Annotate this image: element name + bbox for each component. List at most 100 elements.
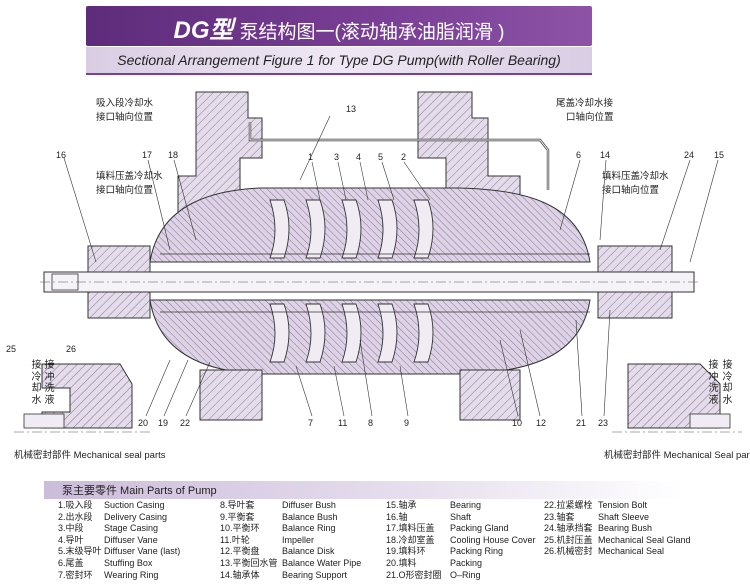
part-13-zh: 13.平衡回水管 (220, 557, 278, 568)
suction-cooling-label-1: 吸入段冷却水 (96, 98, 154, 109)
part-5-en: Diffuser Vane (last) (104, 546, 181, 557)
gland-right-label-1: 填料压盖冷却水 (602, 171, 669, 182)
page-title: DG型泵结构图一(滚动轴承油脂润滑 ) (86, 10, 592, 45)
part-23-zh: 23.轴套 (544, 511, 575, 522)
seal-right-flushing-label: 接冲洗液 (708, 360, 719, 406)
part-22-en: Tension Bolt (598, 500, 648, 510)
part-25-zh: 25.机封压盖 (544, 534, 593, 545)
callout-15: 15 (714, 150, 725, 160)
part-1-zh: 1.吸入段 (58, 500, 93, 510)
part-17-zh: 17.填料压盖 (386, 523, 435, 534)
gland-left-label-2: 接口轴向位置 (96, 185, 154, 196)
seal-left-flushing-label: 接冲洗液 (44, 360, 55, 406)
callout-19: 19 (158, 418, 169, 428)
parts-list-header: 泵主要零件 Main Parts of Pump (44, 481, 684, 499)
delivery-foot (459, 369, 521, 421)
callout-21: 21 (576, 418, 587, 428)
part-20-en: Packing (450, 557, 483, 568)
callout-26: 26 (66, 344, 77, 354)
parts-col4-zh: 22.拉紧螺栓 23.轴套 24.轴承挡套 25.机封压盖 26.机械密封 (544, 500, 593, 558)
parts-col3-zh: 15.轴承 16.轴 17.填料压盖 18.冷却室盖 19.填料环 20.填料 … (386, 500, 442, 581)
tailcover-cooling-label-1: 尾盖冷却水接 (556, 98, 614, 109)
part-4-en: Diffuser Vane (104, 534, 158, 545)
callout-1: 1 (308, 152, 314, 162)
seal-caption-right: 机械密封部件 Mechanical Seal parts (604, 450, 750, 461)
parts-col1-en: Suction Casing Delivery Casing Stage Cas… (104, 500, 180, 581)
callout-5: 5 (378, 152, 384, 162)
part-6-zh: 6.尾盖 (58, 557, 84, 568)
part-11-en: Impeller (282, 534, 315, 545)
callout-23: 23 (598, 418, 609, 428)
part-18-zh: 18.冷却室盖 (386, 534, 435, 545)
seal-right-cooling-label: 接冷却水 (722, 360, 733, 406)
gland-right-label-2: 接口轴向位置 (602, 185, 660, 196)
title-banner: DG型泵结构图一(滚动轴承油脂润滑 ) (86, 6, 592, 46)
part-19-en: Packing Ring (450, 546, 504, 557)
part-3-en: Stage Casing (104, 523, 159, 534)
callout-12: 12 (536, 418, 547, 428)
part-2-zh: 2.出水段 (58, 511, 93, 522)
part-10-zh: 10.平衡环 (220, 523, 260, 534)
part-7-en: Wearing Ring (104, 569, 159, 580)
pump-section-drawing (14, 91, 742, 433)
pump-body-upper (149, 187, 591, 263)
part-18-en: Cooling House Cover (450, 534, 536, 545)
part-9-zh: 9.平衡套 (220, 511, 255, 522)
callout-8: 8 (368, 418, 374, 428)
parts-col3-en: Bearing Shaft Packing Gland Cooling Hous… (450, 500, 536, 581)
parts-col2-zh: 8.导叶套 9.平衡套 10.平衡环 11.叶轮 12.平衡盘 13.平衡回水管… (220, 500, 278, 581)
title-model: DG型 (173, 17, 234, 44)
callout-14: 14 (600, 150, 611, 160)
part-21-zh: 21.O形密封圈 (386, 569, 442, 580)
callout-25: 25 (6, 344, 17, 354)
seal-caption-left: 机械密封部件 Mechanical seal parts (14, 450, 166, 461)
callout-24: 24 (684, 150, 695, 160)
parts-col1-zh: 1.吸入段 2.出水段 3.中段 4.导叶 5.末级导叶 6.尾盖 7.密封环 (58, 500, 102, 581)
part-12-zh: 12.平衡盘 (220, 546, 260, 557)
part-16-zh: 16.轴 (386, 511, 408, 522)
callout-18: 18 (168, 150, 179, 160)
part-7-zh: 7.密封环 (58, 569, 93, 580)
shaft-key (51, 273, 79, 291)
part-8-zh: 8.导叶套 (220, 500, 255, 510)
part-14-zh: 14.轴承体 (220, 569, 260, 580)
parts-col4-en: Tension Bolt Shaft Sleeve Bearing Bush M… (598, 500, 691, 558)
part-10-en: Balance Ring (282, 523, 336, 534)
pump-body-lower (149, 299, 591, 375)
part-2-en: Delivery Casing (104, 511, 168, 522)
part-13-en: Balance Water Pipe (282, 557, 362, 568)
part-5-zh: 5.末级导叶 (58, 546, 102, 557)
part-26-zh: 26.机械密封 (544, 546, 593, 557)
part-26-en: Mechanical Seal (598, 546, 665, 557)
callout-22: 22 (180, 418, 191, 428)
callout-13: 13 (346, 104, 357, 114)
part-12-en: Balance Disk (282, 546, 335, 557)
callout-20: 20 (138, 418, 149, 428)
part-6-en: Stuffing Box (104, 557, 153, 568)
subtitle-banner: Sectional Arrangement Figure 1 for Type … (86, 47, 592, 75)
callout-2: 2 (401, 152, 407, 162)
part-19-zh: 19.填料环 (386, 546, 426, 557)
part-21-en: O–Ring (450, 569, 481, 580)
parts-col2-en: Diffuser Bush Balance Bush Balance Ring … (282, 500, 361, 581)
part-9-en: Balance Bush (282, 511, 338, 522)
right-seal-detail (627, 363, 721, 429)
callout-11: 11 (338, 418, 348, 428)
parts-list-title: 泵主要零件 Main Parts of Pump (62, 485, 217, 497)
part-15-zh: 15.轴承 (386, 500, 417, 510)
callout-17: 17 (142, 150, 153, 160)
part-14-en: Bearing Support (282, 569, 348, 580)
part-20-zh: 20.填料 (386, 557, 417, 568)
callout-6: 6 (576, 150, 582, 160)
callout-16: 16 (56, 150, 67, 160)
part-24-zh: 24.轴承挡套 (544, 523, 593, 534)
part-15-en: Bearing (450, 500, 482, 510)
seal-left-cooling-label: 接冷却水 (31, 360, 42, 406)
part-17-en: Packing Gland (450, 523, 509, 534)
part-8-en: Diffuser Bush (282, 500, 336, 510)
callout-9: 9 (404, 418, 410, 428)
tailcover-cooling-label-2: 口轴向位置 (566, 112, 614, 123)
callout-10: 10 (512, 418, 523, 428)
callout-4: 4 (356, 152, 362, 162)
part-1-en: Suction Casing (104, 500, 165, 510)
